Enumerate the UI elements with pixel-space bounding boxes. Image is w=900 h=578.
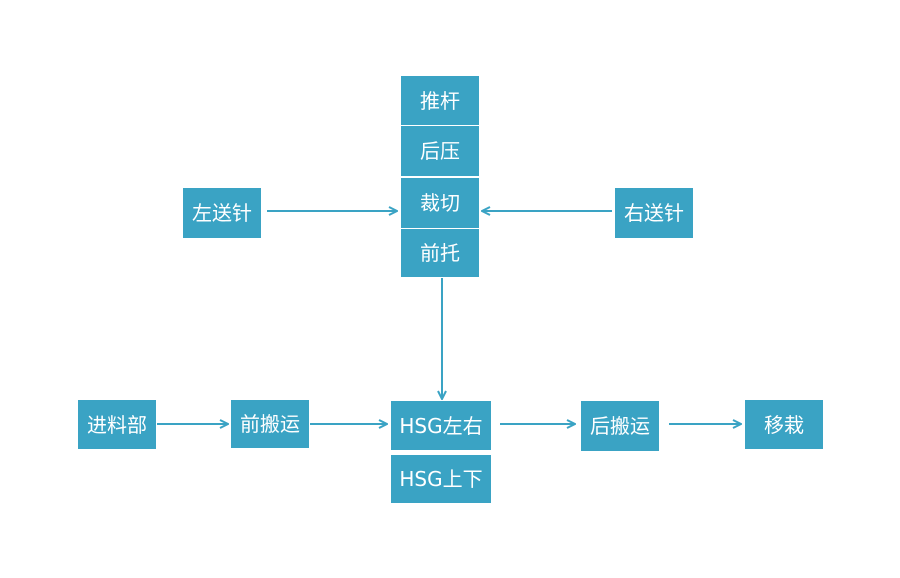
cut-box: 裁切 bbox=[401, 178, 479, 228]
transplant-box: 移栽 bbox=[745, 400, 823, 449]
front-support-box: 前托 bbox=[401, 229, 479, 277]
rear-transfer-box: 后搬运 bbox=[581, 401, 659, 451]
feed-section-box: 进料部 bbox=[78, 400, 156, 449]
rear-press-box: 后压 bbox=[401, 126, 479, 176]
hsg-up-down-box: HSG上下 bbox=[391, 455, 491, 503]
hsg-left-right-box: HSG左右 bbox=[391, 401, 491, 450]
right-feed-pin-box: 右送针 bbox=[615, 188, 693, 238]
front-transfer-box: 前搬运 bbox=[231, 400, 309, 448]
push-rod-box: 推杆 bbox=[401, 76, 479, 125]
left-feed-pin-box: 左送针 bbox=[183, 188, 261, 238]
